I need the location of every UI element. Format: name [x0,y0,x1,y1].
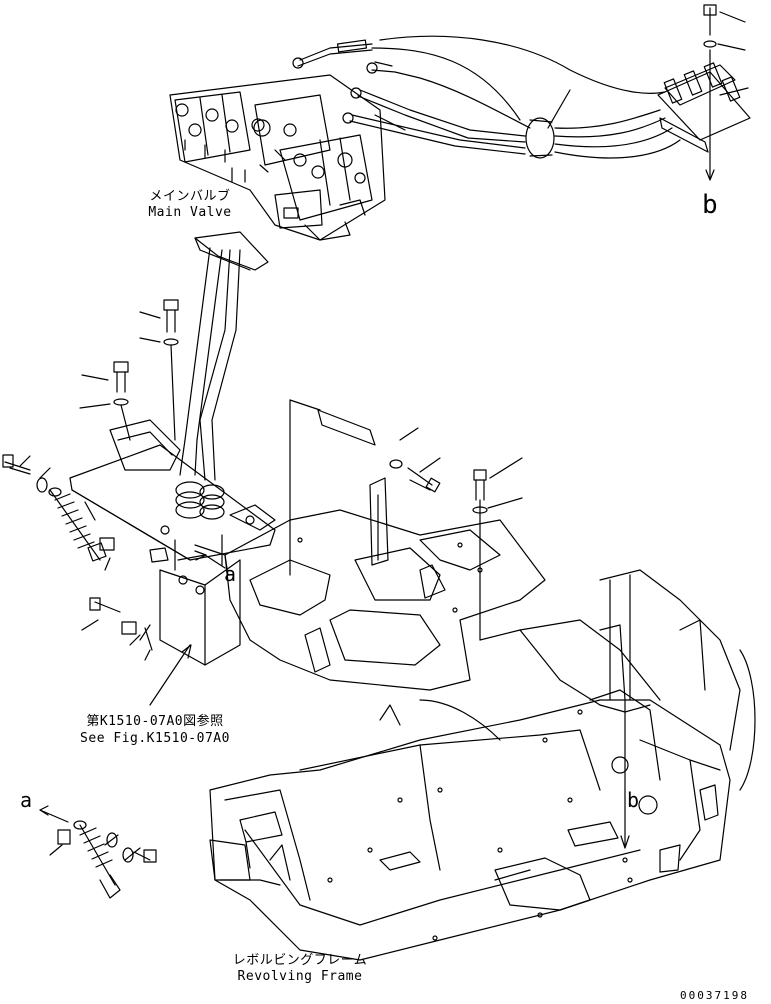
ref-a-top: a [224,562,237,586]
leader-arrowhead [181,644,192,659]
floor-plate [224,399,546,691]
revolving-frame [209,569,756,961]
ref-a-bottom: a [20,788,33,812]
control-lever [179,231,269,481]
lever-bolts [19,299,179,661]
spring-assembly-left [2,454,153,651]
floor-bolts [389,427,523,514]
revolving-frame-label-jp: レボルビングフレーム [232,953,368,968]
ref-b-mid: b [627,788,640,812]
see-fig-label-en: See Fig.K1510-07A0 [80,731,230,746]
leader-see-fig [149,644,191,706]
arrow-a-top [177,550,226,569]
main-valve-label-en: Main Valve [148,205,232,220]
ref-b-top: b [702,190,719,220]
pilot-valve-block [657,4,751,181]
drawing-number: 00037198 [680,989,749,1002]
main-valve [169,74,386,241]
revolving-frame-label-en: Revolving Frame [237,969,363,984]
ref-b-line [599,699,651,849]
lever-base [69,419,276,666]
pilot-hoses [292,35,681,159]
spring-assembly-detail [39,805,157,899]
see-fig-label-jp: 第K1510-07A0図参照 [86,714,224,729]
main-valve-label-jp: メインバルブ [149,189,231,204]
leader-main-valve [547,89,571,129]
